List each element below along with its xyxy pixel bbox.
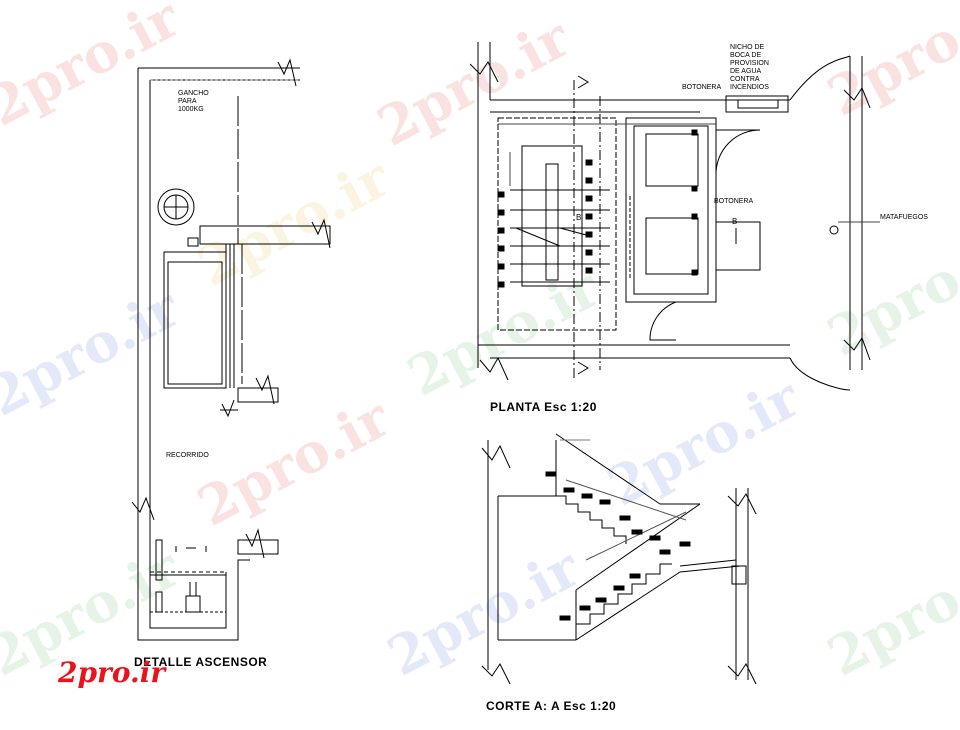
brand-logo: 2pro.ir — [58, 656, 166, 689]
hydrant-niche-line: NICHO DE — [730, 44, 765, 51]
hydrant-niche-line: INCENDIOS — [730, 84, 769, 91]
hydrant-niche-line: DE AGUA — [730, 68, 762, 75]
section-title: CORTE A: A Esc 1:20 — [486, 699, 617, 713]
hydrant-niche-line: CONTRA — [730, 76, 760, 83]
button-panel-label-mid: BOTONERA — [714, 198, 754, 205]
hydrant-niche-line: BOCA DE — [730, 52, 762, 59]
hook-label-line: GANCHO — [178, 90, 209, 97]
plan-title: PLANTA Esc 1:20 — [490, 400, 597, 414]
travel-label: RECORRIDO — [166, 452, 209, 459]
hook-label-line: PARA — [178, 98, 197, 105]
elevator-detail-title: DETALLE ASCENSOR — [134, 655, 268, 669]
section-mark-b-2: B — [576, 213, 582, 222]
extinguisher-label: MATAFUEGOS — [880, 214, 928, 221]
hydrant-niche-line: PROVISION — [730, 60, 769, 67]
section-mark-b: B — [732, 217, 738, 226]
hook-label: GANCHO PARA 1000KG — [178, 90, 209, 114]
hydrant-niche-label: NICHO DE BOCA DE PROVISION DE AGUA CONTR… — [730, 44, 769, 92]
button-panel-label-top: BOTONERA — [682, 84, 722, 91]
hook-label-line: 1000KG — [178, 106, 204, 113]
